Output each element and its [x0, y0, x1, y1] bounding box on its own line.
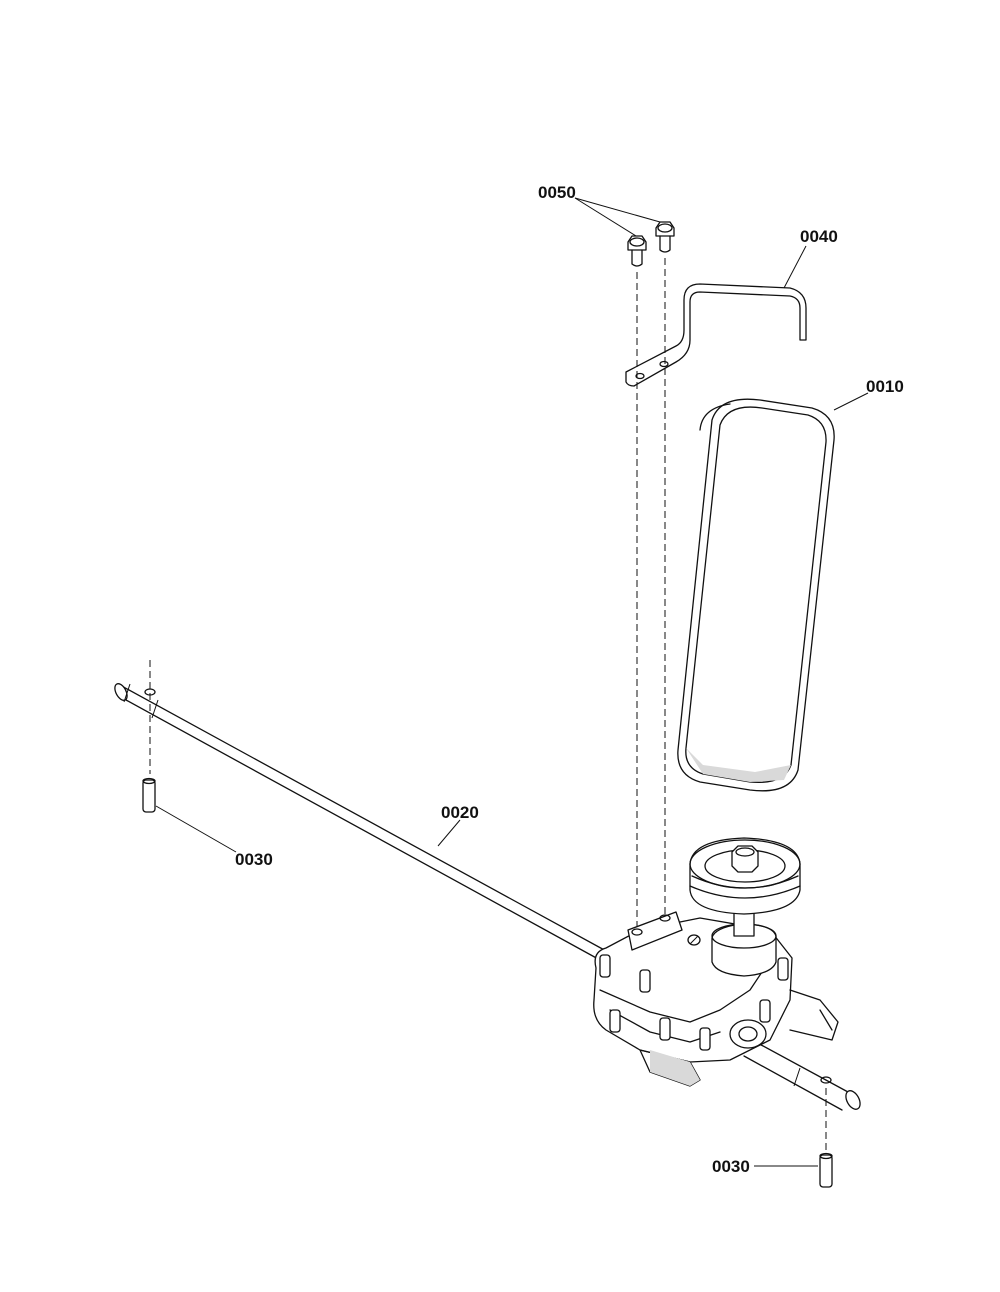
- screws-part: [627, 221, 675, 930]
- pin-right-part: [819, 1152, 833, 1188]
- screw-right: [655, 221, 675, 253]
- label-0020: 0020: [441, 803, 479, 822]
- screw-left: [627, 235, 647, 267]
- gearbox-assembly: [593, 837, 839, 1087]
- label-0030-right: 0030: [712, 1157, 750, 1176]
- label-0030-left: 0030: [235, 850, 273, 869]
- belt-guide-part: [625, 283, 807, 387]
- axle-part: [114, 660, 861, 1152]
- leader-lines: [155, 197, 869, 1167]
- belt-part: [677, 398, 835, 792]
- label-0050: 0050: [538, 183, 576, 202]
- pin-left-part: [142, 777, 156, 813]
- label-0010: 0010: [866, 377, 904, 396]
- label-0040: 0040: [800, 227, 838, 246]
